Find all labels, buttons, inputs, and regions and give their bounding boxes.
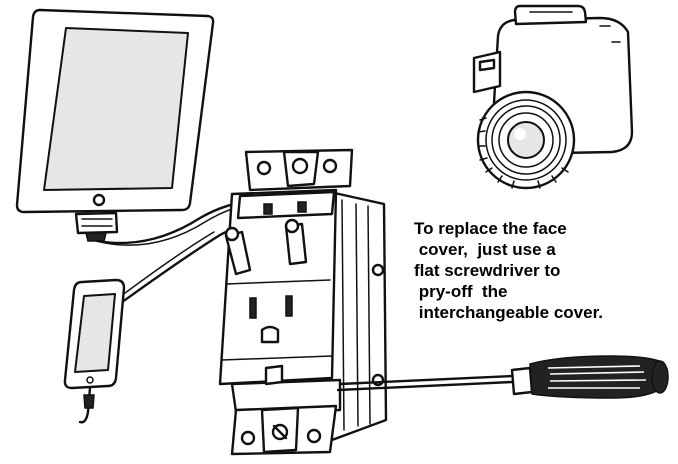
- caption-line: To replace the face: [414, 219, 567, 238]
- outlet-icon: [218, 148, 388, 456]
- camera-icon: [472, 4, 634, 190]
- smartphone-icon: [63, 278, 126, 424]
- caption-line: interchangeable cover.: [414, 303, 603, 322]
- tablet-icon: [15, 8, 215, 214]
- instruction-caption: To replace the face cover, just use a fl…: [414, 218, 674, 323]
- caption-line: pry-off the: [414, 282, 508, 301]
- caption-line: cover, just use a: [414, 240, 556, 259]
- screwdriver-icon: [336, 355, 669, 399]
- caption-line: flat screwdriver to: [414, 261, 561, 280]
